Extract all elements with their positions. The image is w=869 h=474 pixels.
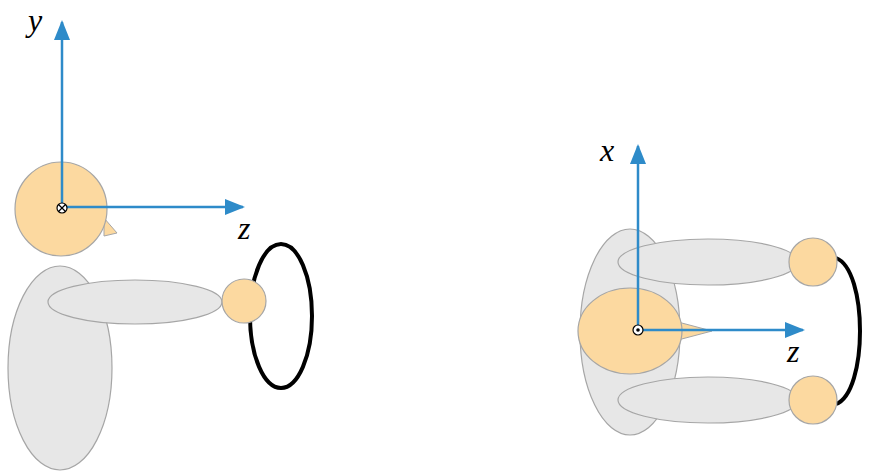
out-of-page-symbol <box>633 325 643 335</box>
hand <box>789 238 837 286</box>
hand <box>789 376 837 424</box>
arm <box>618 239 798 285</box>
into-page-symbol <box>57 203 67 213</box>
arm <box>48 280 222 324</box>
axis-label: z <box>238 212 250 244</box>
y-axis <box>61 22 64 207</box>
arm <box>618 377 798 423</box>
axis-label: z <box>787 335 799 367</box>
x-axis <box>637 146 640 330</box>
axis-label: y <box>28 4 42 36</box>
top-view <box>578 146 860 435</box>
side-view <box>8 22 312 470</box>
z-axis <box>62 206 243 209</box>
steering-wheel <box>836 258 860 404</box>
hand <box>222 279 266 323</box>
z-axis <box>638 329 803 332</box>
axis-label: x <box>600 134 614 166</box>
